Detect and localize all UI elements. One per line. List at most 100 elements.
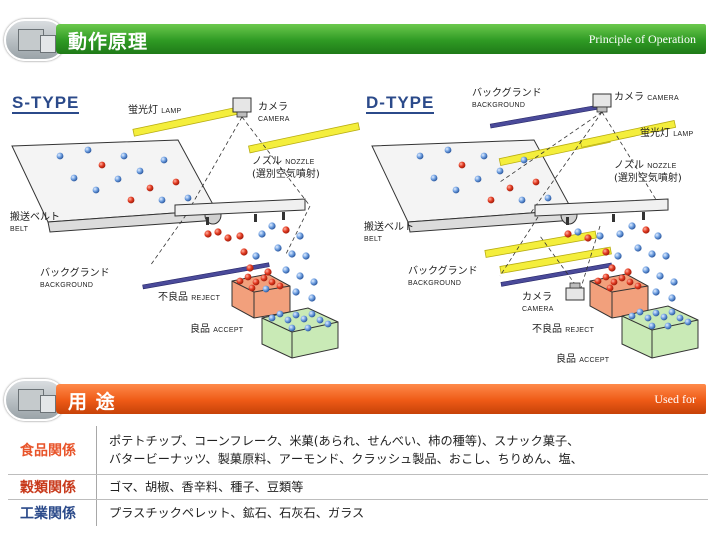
s-accept-label-en: ACCEPT (213, 327, 244, 334)
s-nozzle-note: (選別空気噴射) (252, 169, 320, 180)
d-camera-bottom (565, 287, 585, 301)
divider (96, 426, 97, 474)
d-type-diagram (371, 93, 699, 359)
s-falling-items (204, 222, 318, 302)
principle-header: 動作原理 Principle of Operation (0, 17, 714, 63)
d-camera-top-label-en: CAMERA (647, 95, 679, 102)
uses-category: 穀類関係 (20, 480, 76, 496)
s-background-bar (142, 262, 270, 290)
d-background-top-label-jp: バックグランド (472, 88, 542, 99)
d-reject-label-jp: 不良品 (532, 324, 562, 335)
uses-items: ポテトチップ、コーンフレーク、米菓(あられ、せんべい、柿の種等)、スナック菓子、… (97, 432, 583, 468)
uses-row-industrial: 工業関係 プラスチックペレット、鉱石、石灰石、ガラス (0, 500, 714, 526)
s-background-label: バックグランド BACKGROUND (40, 268, 110, 292)
s-belt-label-en: BELT (10, 226, 29, 233)
s-type-diagram (11, 97, 361, 359)
operation-diagrams: S-TYPE 蛍光灯 LAMP カメラ CAMERA ノズル NOZZLE (選… (0, 86, 714, 376)
s-lamp-label: 蛍光灯 LAMP (128, 105, 181, 118)
divider (96, 475, 97, 499)
d-background-top-label: バックグランド BACKGROUND (472, 88, 542, 112)
principle-header-bar: 動作原理 Principle of Operation (56, 24, 706, 54)
d-background-bottom-label-en: BACKGROUND (408, 280, 462, 287)
d-accept-label: 良品 ACCEPT (556, 354, 609, 367)
d-lamp-label-jp: 蛍光灯 (640, 128, 670, 139)
s-reject-label: 不良品 REJECT (158, 292, 220, 305)
s-camera (232, 97, 252, 113)
s-background-label-jp: バックグランド (40, 268, 110, 279)
s-accept-label: 良品 ACCEPT (190, 324, 243, 337)
d-type-title: D-TYPE (366, 93, 435, 114)
diagram-drawing (11, 93, 699, 359)
s-nozzle-bar (174, 198, 306, 217)
d-lamp-label-en: LAMP (673, 131, 694, 138)
d-nozzle-bar (534, 198, 669, 217)
d-camera-top-label-jp: カメラ (614, 92, 644, 103)
uses-line: ポテトチップ、コーンフレーク、米菓(あられ、せんべい、柿の種等)、スナック菓子、 (109, 434, 580, 448)
uses-items: プラスチックペレット、鉱石、石灰石、ガラス (97, 504, 364, 522)
s-reject-label-jp: 不良品 (158, 292, 188, 303)
machine-thumbnail (4, 19, 66, 61)
uses-header-bar: 用 途 Used for (56, 384, 706, 414)
d-lamp-label: 蛍光灯 LAMP (640, 128, 693, 141)
d-background-bottom-label: バックグランド BACKGROUND (408, 266, 478, 290)
d-camera-bottom-label-jp: カメラ (522, 292, 552, 303)
s-belt-items (56, 146, 192, 204)
principle-subtitle: Principle of Operation (588, 32, 696, 46)
uses-category: 工業関係 (20, 506, 76, 522)
d-camera-top (592, 93, 612, 108)
uses-row-grain: 穀類関係 ゴマ、胡椒、香辛料、種子、豆類等 (0, 475, 714, 499)
s-nozzle-label: ノズル NOZZLE (選別空気噴射) (252, 156, 320, 181)
s-lamp-label-jp: 蛍光灯 (128, 105, 158, 116)
d-lamp-lower-1 (484, 230, 597, 258)
d-nozzle-label-jp: ノズル (614, 160, 644, 171)
d-belt-items (416, 146, 552, 204)
d-camera-bottom-label: カメラ CAMERA (522, 292, 554, 316)
uses-items: ゴマ、胡椒、香辛料、種子、豆類等 (97, 478, 303, 496)
d-belt-label-jp: 搬送ベルト (364, 222, 414, 233)
uses-row-food: 食品関係 ポテトチップ、コーンフレーク、米菓(あられ、せんべい、柿の種等)、スナ… (0, 426, 714, 474)
s-lamp-label-en: LAMP (161, 108, 182, 115)
s-accept-items (268, 310, 332, 332)
d-belt-label-en: BELT (364, 236, 383, 243)
d-camera-bottom-label-en: CAMERA (522, 306, 554, 313)
s-belt-label: 搬送ベルト BELT (10, 212, 60, 236)
uses-line: ゴマ、胡椒、香辛料、種子、豆類等 (109, 480, 304, 494)
s-camera-label-en: CAMERA (258, 116, 290, 123)
uses-table: 食品関係 ポテトチップ、コーンフレーク、米菓(あられ、せんべい、柿の種等)、スナ… (0, 426, 714, 526)
s-camera-label-jp: カメラ (258, 102, 288, 113)
uses-line: バタービーナッツ、製菓原料、アーモンド、クラッシュ製品、おこし、ちりめん、塩、 (109, 452, 583, 466)
d-accept-label-jp: 良品 (556, 354, 576, 365)
d-background-bottom-label-jp: バックグランド (408, 266, 478, 277)
d-falling-items (564, 222, 678, 302)
d-reject-label-en: REJECT (565, 327, 595, 334)
uses-header: 用 途 Used for (0, 377, 714, 423)
divider (96, 500, 97, 526)
row-divider (8, 499, 708, 500)
uses-category: 食品関係 (20, 443, 76, 459)
d-accept-label-en: ACCEPT (579, 357, 610, 364)
d-reject-items (594, 273, 642, 292)
uses-subtitle: Used for (654, 392, 696, 406)
d-belt-label: 搬送ベルト BELT (364, 222, 414, 246)
s-camera-label: カメラ CAMERA (258, 102, 290, 126)
s-reject-items (236, 273, 284, 293)
d-lamp-upper-2 (579, 120, 677, 148)
s-nozzle-label-jp: ノズル (252, 156, 282, 167)
row-divider (8, 474, 708, 475)
d-nozzle-note: (選別空気噴射) (614, 173, 682, 184)
d-accept-items (628, 308, 692, 330)
d-nozzle-label-en: NOZZLE (647, 163, 677, 170)
s-type-title: S-TYPE (12, 93, 80, 114)
machine-thumbnail (4, 379, 66, 421)
s-lamp-lower (248, 122, 361, 154)
principle-title: 動作原理 (68, 31, 149, 53)
s-background-label-en: BACKGROUND (40, 282, 94, 289)
s-nozzle-label-en: NOZZLE (285, 159, 315, 166)
s-belt-label-jp: 搬送ベルト (10, 212, 60, 223)
d-nozzle-label: ノズル NOZZLE (選別空気噴射) (614, 160, 682, 185)
d-reject-label: 不良品 REJECT (532, 324, 594, 337)
d-camera-top-label: カメラ CAMERA (614, 92, 679, 105)
s-accept-label-jp: 良品 (190, 324, 210, 335)
s-reject-label-en: REJECT (191, 295, 221, 302)
uses-title: 用 途 (68, 391, 116, 413)
